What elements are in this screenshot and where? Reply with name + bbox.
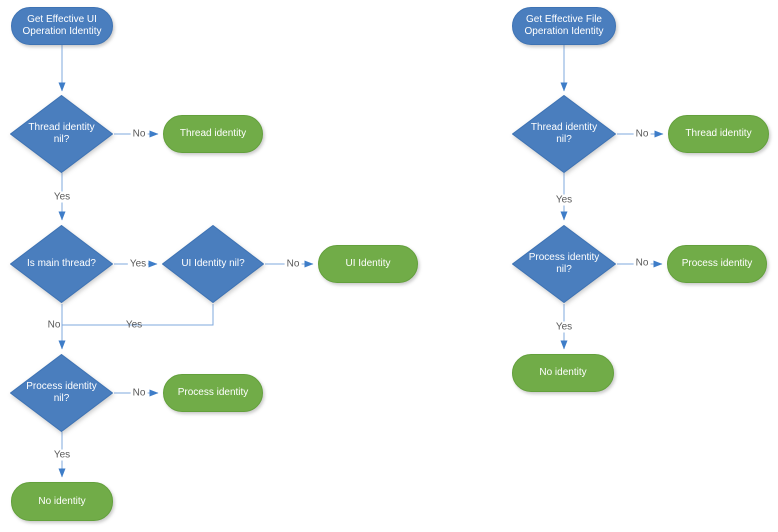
edge-label-ui-uinil-no: No xyxy=(284,258,302,270)
diamond-shape xyxy=(512,95,616,173)
diamond-shape xyxy=(10,95,113,173)
edge-label-ui-process-yes: Yes xyxy=(51,449,73,461)
diamond-shape xyxy=(10,354,113,432)
result-label: No identity xyxy=(38,495,86,507)
decision-process-identity-nil-ui: Process identity nil? xyxy=(10,354,113,432)
decision-thread-identity-nil-ui: Thread identity nil? xyxy=(10,95,113,173)
result-label: No identity xyxy=(539,367,587,378)
edge-label-ui-thread-no: No xyxy=(130,128,148,140)
result-label: Process identity xyxy=(177,387,249,398)
decision-process-identity-nil-file: Process identity nil? xyxy=(512,225,616,303)
edge-label-ui-merge-no: No xyxy=(47,319,61,331)
result-thread-identity-ui: Thread identity xyxy=(163,115,263,153)
result-no-identity-file: No identity xyxy=(512,354,614,392)
diamond-shape xyxy=(10,225,113,303)
edge-label-file-process-yes: Yes xyxy=(553,321,575,333)
diamond-shape xyxy=(512,225,616,303)
edge-label-ui-main-yes: Yes xyxy=(127,258,149,270)
result-label: UI Identity xyxy=(345,258,391,269)
edge-ui-merge xyxy=(62,304,214,326)
edge-label-file-thread-yes: Yes xyxy=(553,194,575,206)
edge-label-file-process-no: No xyxy=(633,257,651,269)
decision-is-main-thread: Is main thread? xyxy=(10,225,113,303)
result-thread-identity-file: Thread identity xyxy=(668,115,769,153)
start-node-label: Get Effective UI Operation Identity xyxy=(22,14,102,37)
decision-label: Process identity nil? xyxy=(528,252,600,275)
start-node-ui-operation: Get Effective UI Operation Identity xyxy=(11,7,113,45)
result-process-identity-ui: Process identity xyxy=(163,374,263,412)
decision-label: Process identity nil? xyxy=(26,381,97,404)
start-node-file-operation: Get Effective File Operation Identity xyxy=(512,7,616,45)
result-label: Process identity xyxy=(681,258,753,269)
start-node-label: Get Effective File Operation Identity xyxy=(524,14,604,37)
edge-label-ui-process-no: No xyxy=(130,387,148,399)
decision-label: Is main thread? xyxy=(27,258,96,269)
result-process-identity-file: Process identity xyxy=(667,245,767,283)
decision-label: Thread identity nil? xyxy=(28,122,95,145)
decision-label: UI Identity nil? xyxy=(181,258,245,269)
result-ui-identity: UI Identity xyxy=(318,245,418,283)
result-label: Thread identity xyxy=(685,128,752,139)
diamond-shape xyxy=(162,225,264,303)
decision-thread-identity-nil-file: Thread identity nil? xyxy=(512,95,616,173)
result-no-identity-ui: No identity xyxy=(11,482,113,521)
edge-label-file-thread-no: No xyxy=(633,128,651,140)
edge-label-ui-merge-yes: Yes xyxy=(125,319,143,331)
decision-label: Thread identity nil? xyxy=(530,122,598,145)
decision-ui-identity-nil: UI Identity nil? xyxy=(162,225,264,303)
result-label: Thread identity xyxy=(179,128,247,139)
edge-label-ui-thread-yes: Yes xyxy=(51,191,73,203)
